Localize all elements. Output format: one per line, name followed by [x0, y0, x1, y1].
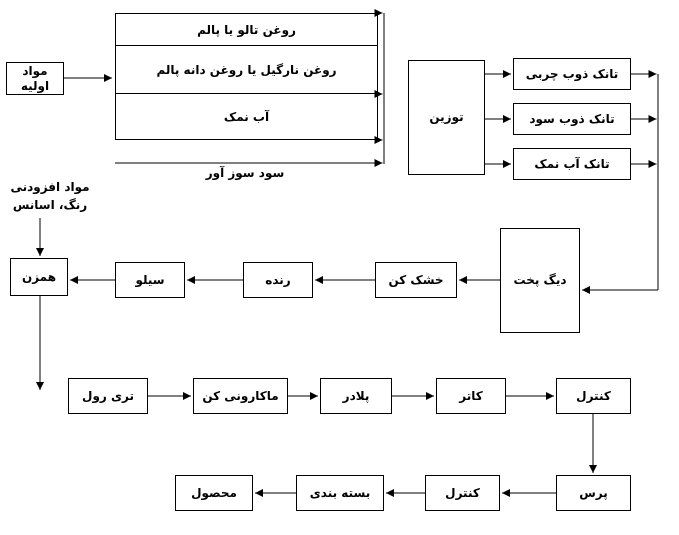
additives-note-line2: رنگ، اسانس: [12, 198, 88, 212]
node-cooking-kettle: دیگ پخت: [500, 228, 580, 333]
node-tank-soda-melting: تانک ذوب سود: [513, 103, 631, 135]
node-brine: آب نمک: [223, 109, 270, 124]
node-weighing: توزین: [408, 60, 485, 175]
node-cutter: کاتر: [436, 378, 506, 414]
node-control-1: کنترل: [556, 378, 631, 414]
node-control-2: کنترل: [425, 475, 500, 511]
node-grater: رنده: [243, 262, 313, 298]
node-mixer: همزن: [10, 258, 68, 296]
node-oil-tallow-palm: روغن تالو یا پالم: [116, 14, 377, 46]
node-raw-materials: مواد اولیه: [6, 62, 64, 95]
node-tank-fat-melting: تانک ذوب چربی: [513, 58, 631, 90]
node-packaging: بسته بندی: [296, 475, 384, 511]
node-three-roll: تری رول: [68, 378, 148, 414]
ingredients-group-box: روغن تالو یا پالم روغن نارگیل یا روغن دا…: [115, 13, 378, 140]
node-silo: سیلو: [115, 262, 185, 298]
node-plodder: پلادر: [320, 378, 392, 414]
node-caustic-soda-label: سود سوز آور: [205, 166, 285, 180]
additives-note-line1: مواد افزودنی: [10, 180, 90, 194]
node-oil-coconut-palm-kernel: روغن نارگیل یا روغن دانه پالم: [116, 46, 377, 94]
node-tank-brine: تانک آب نمک: [513, 148, 631, 180]
node-macaroni-machine: ماکارونی کن: [193, 378, 288, 414]
node-dryer: خشک کن: [375, 262, 457, 298]
node-product: محصول: [175, 475, 253, 511]
node-press: پرس: [556, 475, 631, 511]
